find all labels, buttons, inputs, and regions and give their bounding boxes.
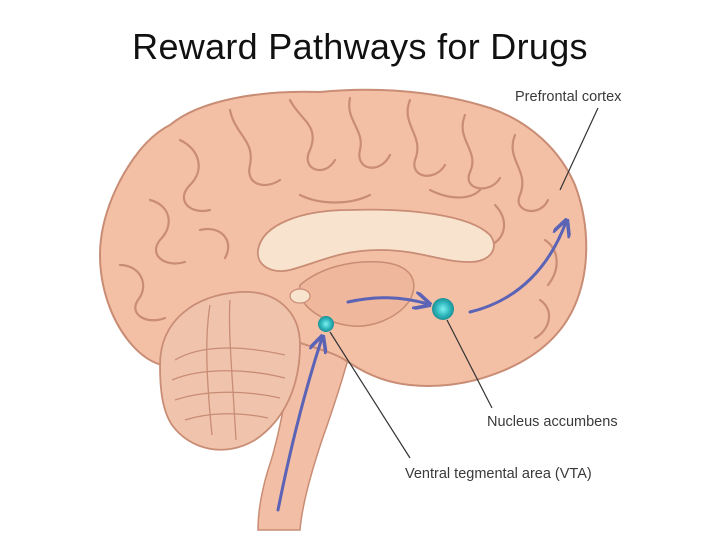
nucleus-accumbens-marker <box>432 298 454 320</box>
corpus-callosum <box>257 208 495 272</box>
vta-marker <box>318 316 334 332</box>
cerebellum-folia <box>171 299 286 441</box>
slide-title: Reward Pathways for Drugs <box>132 26 588 67</box>
leader-prefrontal <box>559 107 599 191</box>
leader-vta <box>329 331 411 459</box>
label-nucleus-accumbens: Nucleus accumbens <box>487 414 618 430</box>
leader-accumbens <box>446 319 493 409</box>
leader-lines <box>329 107 599 459</box>
pathway-arrow-vta-to-accumbens <box>346 298 428 304</box>
label-prefrontal-cortex: Prefrontal cortex <box>515 89 622 105</box>
label-vta: Ventral tegmental area (VTA) <box>405 466 592 482</box>
pathway-arrow-accumbens-to-cortex <box>468 222 566 314</box>
reward-pathway <box>276 222 566 512</box>
pathway-arrow-spinal <box>276 338 322 512</box>
